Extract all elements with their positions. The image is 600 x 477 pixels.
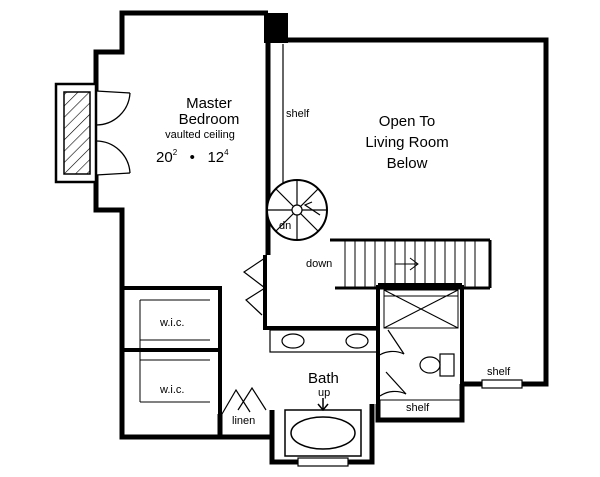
right-shelf	[481, 379, 523, 389]
shelf-label-right: shelf	[487, 366, 511, 378]
shelf-label-bath: shelf	[406, 402, 430, 414]
closet-shelves	[139, 299, 210, 403]
vanity	[269, 329, 379, 353]
closet-doors	[221, 386, 267, 415]
master-bedroom-name: Master Bedroom	[178, 95, 240, 128]
bath-up-label: up	[318, 387, 331, 399]
wic-lower-label: w.i.c.	[160, 384, 185, 396]
wic-upper-label: w.i.c.	[160, 317, 185, 329]
dn-label: dn	[279, 220, 292, 232]
linen-label: linen	[232, 415, 256, 427]
bifold-door	[242, 257, 266, 316]
bath-shelf	[379, 399, 461, 419]
french-doors	[95, 90, 131, 176]
balcony	[54, 82, 98, 184]
straight-stair	[330, 238, 492, 290]
shower	[383, 289, 459, 329]
open-to-living-label: Open To Living Room Below	[365, 113, 449, 172]
spiral-stair	[266, 179, 328, 241]
toilet	[377, 329, 455, 397]
master-bedroom-dimensions: 202 • 124	[156, 148, 229, 166]
interior-walls	[122, 255, 464, 414]
bath-window	[297, 457, 349, 467]
bath-label: Bath	[308, 370, 339, 387]
master-bedroom-note: vaulted ceiling	[165, 129, 235, 141]
chimney-block	[264, 13, 288, 43]
shelf-label-top: shelf	[286, 108, 310, 120]
bathtub	[284, 398, 362, 457]
down-label: down	[306, 258, 333, 270]
